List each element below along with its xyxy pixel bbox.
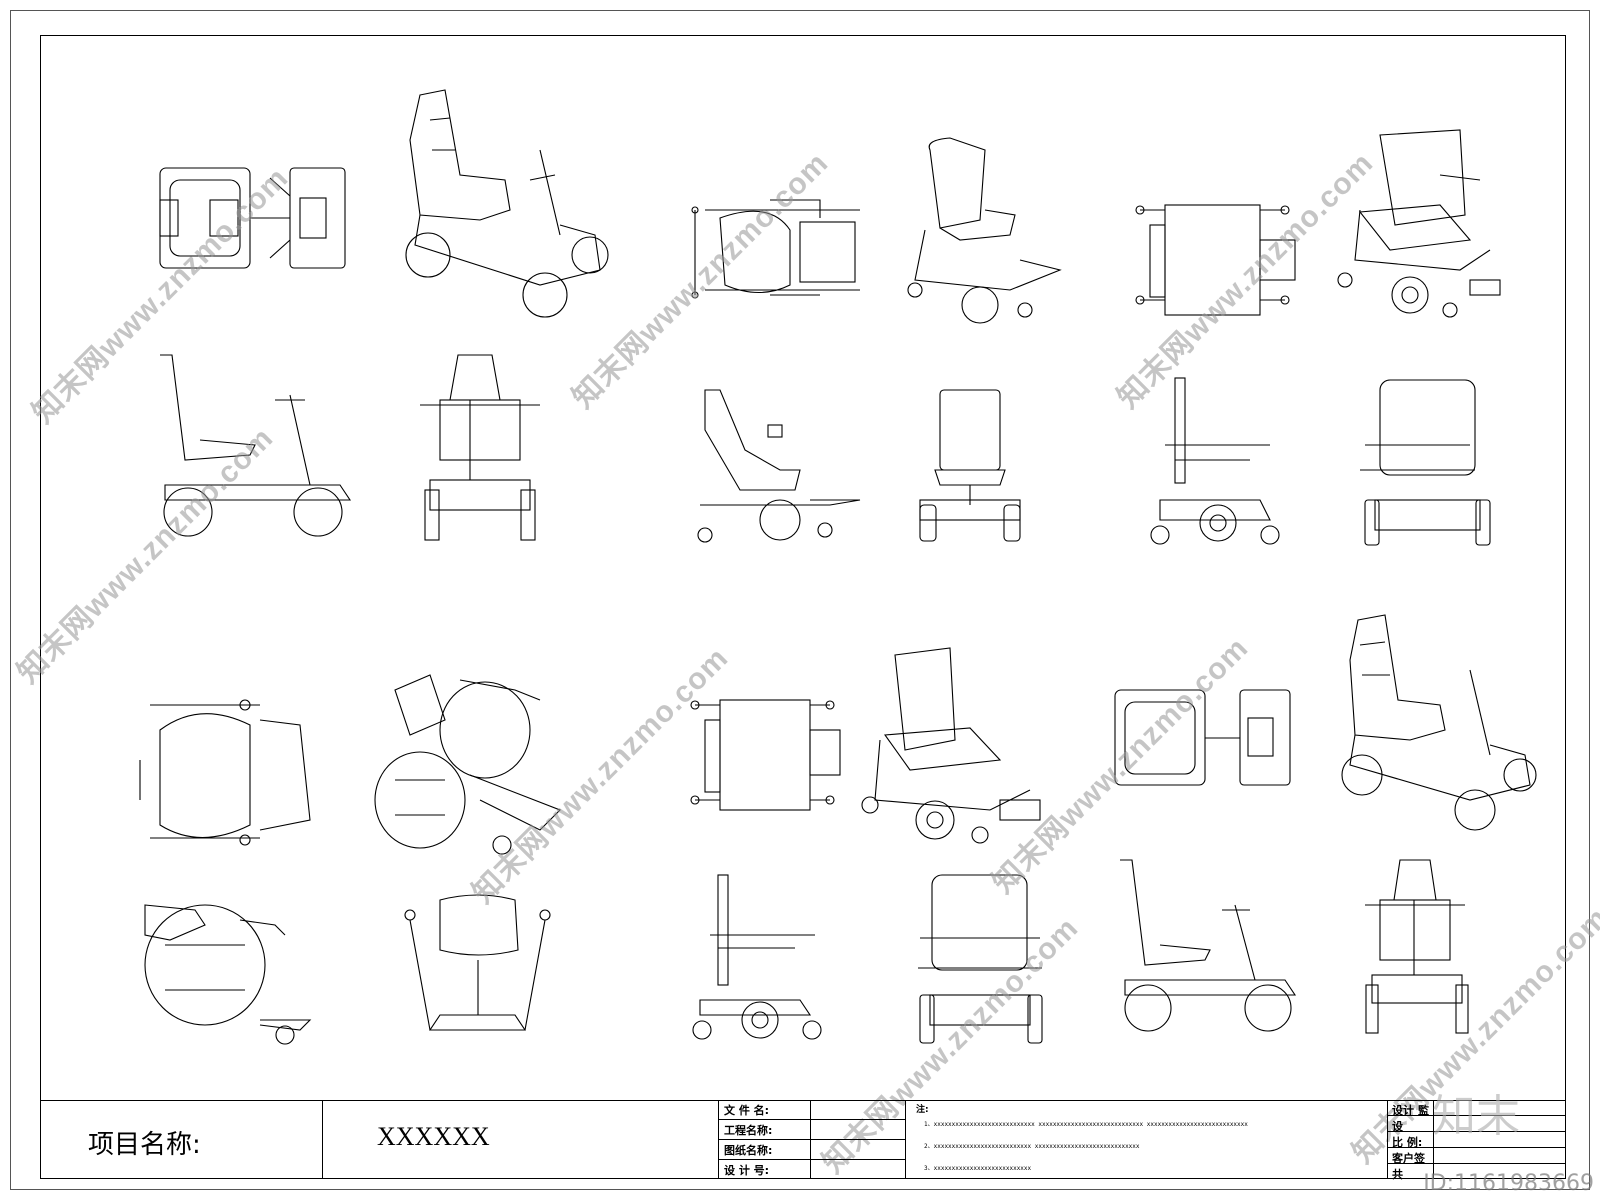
scooter-side-view-2	[1120, 859, 1297, 1032]
scooter-top-view-2	[1114, 689, 1291, 786]
scooter-side-view-1	[160, 354, 352, 537]
note-1: 1、xxxxxxxxxxxxxxxxxxxxxxxxxxxx xxxxxxxxx…	[924, 1121, 1248, 1128]
wheelchair-front-view-1	[919, 389, 1021, 542]
power-chair-front-view-2	[918, 874, 1043, 1044]
power-chair-top-view-2	[690, 699, 841, 811]
note-2: 2、xxxxxxxxxxxxxxxxxxxxxxxxxxx xxxxxxxxxx…	[924, 1143, 1140, 1150]
brand-logo: 知末	[1432, 1091, 1520, 1142]
title-block	[40, 1100, 1566, 1179]
wheelchair-side-view-1	[697, 389, 861, 543]
sport-wheelchair-front-view	[404, 894, 551, 1031]
file-name-label: 文 件 名:	[724, 1104, 770, 1117]
project-name-value: XXXXXX	[377, 1122, 490, 1151]
image-id-tag: ID:1161983669	[1423, 1171, 1594, 1196]
power-chair-front-view-1	[1360, 379, 1491, 546]
design-number-label: 设 计 号:	[724, 1164, 770, 1177]
scooter-front-view-1	[420, 354, 540, 541]
scooter-front-view-2	[1365, 859, 1469, 1034]
notes-label: 注:	[916, 1105, 929, 1115]
design-label: 设	[1392, 1120, 1403, 1133]
supervisor-label: 監	[1418, 1104, 1429, 1117]
power-chair-3d-view-2	[861, 647, 1041, 844]
sport-wheelchair-top-view	[139, 699, 311, 846]
power-chair-3d-view-1	[1337, 129, 1501, 318]
wheelchair-3d-view-1	[907, 137, 1062, 324]
client-sign-label: 客户签	[1392, 1152, 1425, 1165]
power-chair-side-view-2	[692, 874, 822, 1040]
drawing-frame	[40, 35, 1566, 1179]
scooter-top-view-1	[159, 167, 346, 269]
sport-wheelchair-3d-view	[374, 674, 561, 855]
power-chair-side-view-1	[1150, 377, 1280, 545]
scooter-3d-view-2	[1341, 614, 1537, 831]
total-label: 共	[1392, 1168, 1403, 1181]
sport-wheelchair-side-view	[144, 904, 312, 1045]
project-name-label: 项目名称:	[88, 1130, 201, 1160]
note-3: 3、xxxxxxxxxxxxxxxxxxxxxxxxxxx	[924, 1165, 1032, 1172]
designer-label: 设计	[1392, 1104, 1414, 1117]
project-title-label: 工程名称:	[724, 1124, 773, 1137]
drawing-sheet	[10, 10, 1590, 1190]
scale-label: 比 例:	[1392, 1136, 1423, 1149]
drawing-name-label: 图纸名称:	[724, 1144, 773, 1157]
wheelchair-top-view-1	[691, 199, 860, 299]
scooter-3d-view-1	[405, 89, 609, 318]
power-chair-top-view-1	[1135, 204, 1296, 316]
